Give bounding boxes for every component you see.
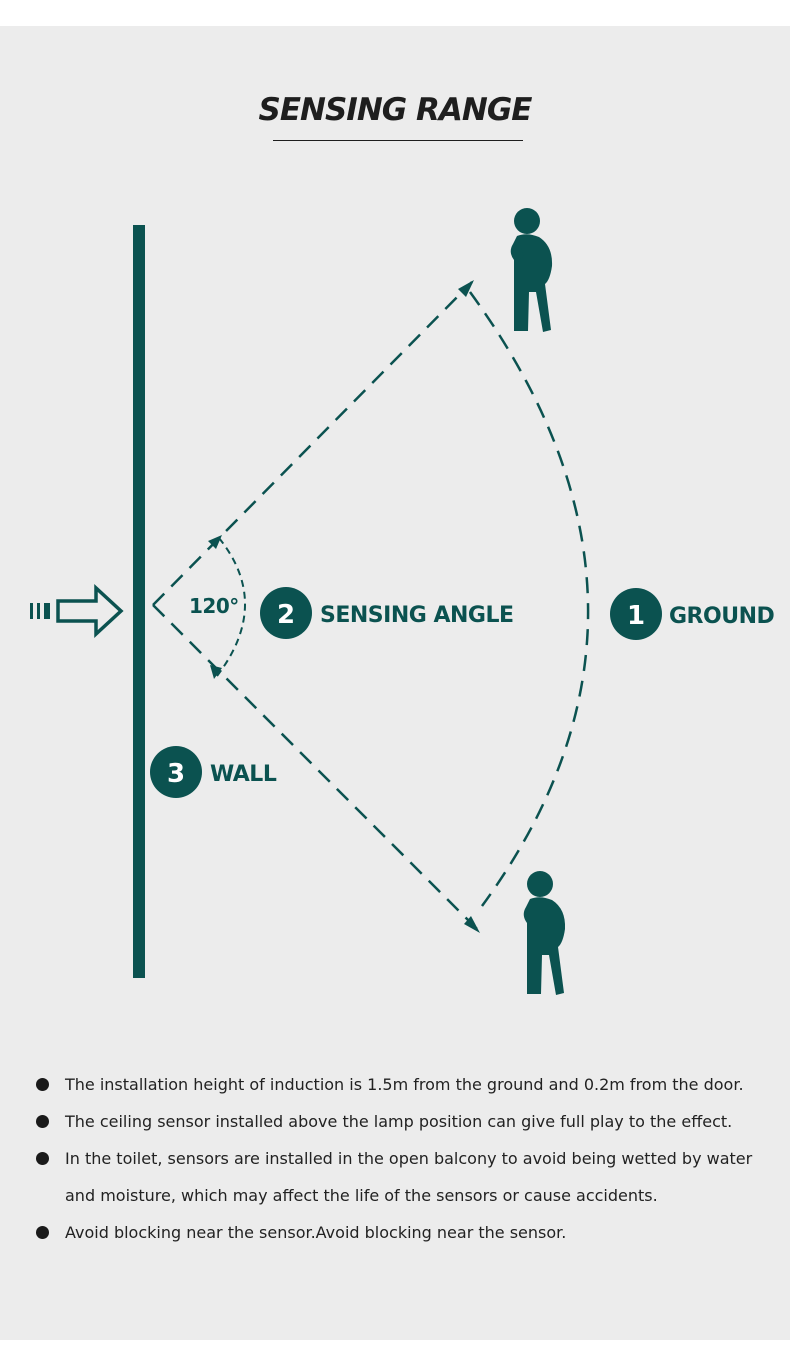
page-title: SENSING RANGE [258, 92, 533, 128]
person-icon [510, 208, 553, 332]
angle-arc [216, 537, 246, 677]
list-item: Avoid blocking near the sensor.Avoid blo… [36, 1214, 776, 1251]
bullet-icon [36, 1152, 49, 1165]
content-panel [0, 26, 790, 1340]
note-text: Avoid blocking near the sensor.Avoid blo… [65, 1223, 567, 1242]
label-number: 1 [627, 601, 645, 631]
angle-arc-arrow-top [208, 535, 222, 549]
direction-arrow-icon [30, 584, 124, 638]
bullet-icon [36, 1226, 49, 1239]
arrowhead-lower [464, 916, 480, 933]
label-number: 3 [167, 759, 185, 789]
note-text: In the toilet, sensors are installed in … [65, 1149, 753, 1205]
sensing-cone [152, 281, 479, 931]
title-underline [273, 140, 523, 141]
bullet-icon [36, 1115, 49, 1128]
note-text: The installation height of induction is … [65, 1075, 744, 1094]
label-text: SENSING ANGLE [320, 603, 514, 628]
label-text: GROUND [669, 604, 774, 629]
notes-list: The installation height of induction is … [36, 1066, 776, 1251]
list-item: The ceiling sensor installed above the l… [36, 1103, 776, 1140]
label-wall: 3 WALL [150, 746, 277, 798]
person-icon [523, 871, 566, 995]
angle-label: 120° [189, 594, 239, 618]
list-item: In the toilet, sensors are installed in … [36, 1140, 785, 1214]
wall-bar [133, 225, 145, 978]
sensing-range-diagram: 120° 2 SENSING ANGLE 1 GROUND 3 WALL [30, 208, 775, 995]
label-number: 2 [277, 600, 295, 630]
label-sensing-angle: 2 SENSING ANGLE [260, 587, 514, 639]
cone-edge-lower [152, 604, 479, 931]
label-ground: 1 GROUND [610, 588, 775, 640]
cone-edge-upper [152, 281, 473, 606]
list-item: The installation height of induction is … [36, 1066, 776, 1103]
ground-range-arc [468, 291, 590, 907]
bullet-icon [36, 1078, 49, 1091]
note-text: The ceiling sensor installed above the l… [65, 1112, 733, 1131]
label-text: WALL [210, 762, 277, 787]
angle-arc-arrow-bottom [210, 665, 222, 679]
arrowhead-upper [458, 280, 474, 297]
